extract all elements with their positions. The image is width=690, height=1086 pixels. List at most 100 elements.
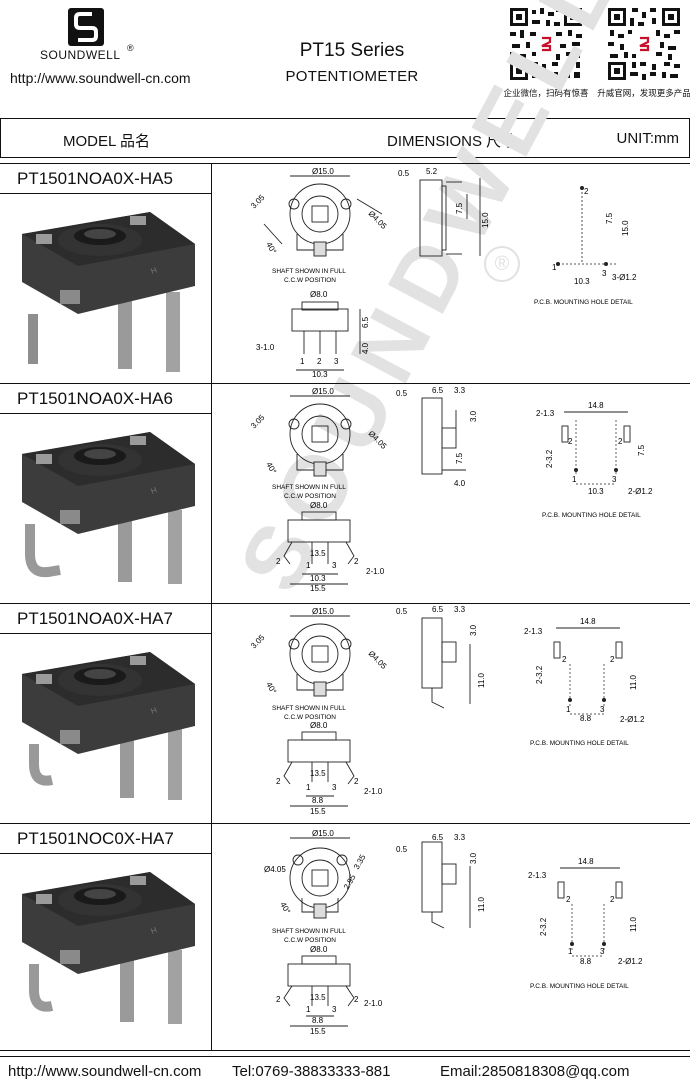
pcb-dim-213: 2-1.3 (528, 871, 547, 880)
side-dim-65: 6.5 (432, 605, 444, 614)
bottom-dim-135: 13.5 (310, 549, 326, 558)
top-dim-d405: Ø4.05 (264, 865, 286, 874)
bottom-dim-d8: Ø8.0 (310, 501, 328, 510)
svg-text:H: H (150, 485, 159, 496)
side-dim-40: 4.0 (454, 479, 466, 488)
pcb-pin-1: 1 (552, 263, 557, 272)
pcb-pin-3: 3 (612, 475, 617, 484)
pcb-pin-2-left: 2 (562, 655, 567, 664)
pcb-pin-2-right: 2 (618, 437, 623, 446)
side-view (421, 617, 471, 709)
product-photo-cell: H (0, 634, 212, 823)
product-row-ha7: PT1501NOA0X-HA7 H Ø (0, 603, 690, 823)
bottom-pin-1: 1 (306, 783, 311, 792)
product-row-ha5: PT1501NOA0X-HA5 H (0, 163, 690, 383)
bottom-dim-210: 2-1.0 (364, 999, 383, 1008)
model-name-cell: PT1501NOC0X-HA7 (0, 824, 212, 854)
pcb-dim-75: 7.5 (637, 444, 646, 456)
pcb-caption: P.C.B. MOUNTING HOLE DETAIL (534, 299, 633, 306)
header-website-link[interactable]: http://www.soundwell-cn.com (10, 70, 191, 86)
page-header: SOUNDWELL ® http://www.soundwell-cn.com … (0, 0, 690, 110)
dimension-drawing-noc0x-ha7: Ø15.0 Ø4.05 3.35 2.95 40° SHAFT SHOWN IN… (212, 824, 690, 1050)
pcb-dim-88: 8.8 (580, 714, 592, 723)
bottom-dim-103: 10.3 (312, 370, 328, 379)
bottom-dim-210: 2-1.0 (366, 567, 385, 576)
product-row-noc0x-ha7: PT1501NOC0X-HA7 H Ø (0, 823, 690, 1051)
pcb-dim-148: 14.8 (588, 401, 604, 410)
side-dim-30: 3.0 (469, 852, 478, 864)
model-name-cell: PT1501NOA0X-HA6 (0, 384, 212, 414)
bottom-pin-2-left: 2 (276, 777, 281, 786)
pcb-dim-88: 8.8 (580, 957, 592, 966)
bottom-dim-103: 10.3 (310, 574, 326, 583)
shaft-note-line1: SHAFT SHOWN IN FULL (272, 484, 346, 491)
top-dim-d15: Ø15.0 (312, 387, 334, 396)
top-dim-d405: Ø4.05 (367, 209, 389, 231)
pcb-dim-232: 2-3.2 (535, 665, 544, 684)
potentiometer-photo-icon: H (22, 212, 195, 372)
pcb-detail (558, 188, 618, 265)
dimensions-column-header: DIMENSIONS 尺寸 (387, 133, 517, 150)
potentiometer-photo-icon: H (22, 872, 195, 1024)
pcb-pin-3: 3 (600, 705, 605, 714)
side-dim-65: 6.5 (432, 386, 444, 395)
footer-email-link[interactable]: Email:2850818308@qq.com (440, 1063, 630, 1080)
dimension-drawing-ha6: Ø15.0 3.05 Ø4.05 40° SHAFT SHOWN IN FULL… (212, 384, 690, 603)
pcb-hole-size: 3-Ø1.2 (612, 273, 637, 282)
brand-name: SOUNDWELL (40, 48, 121, 62)
bottom-dim-88: 8.8 (312, 796, 324, 805)
bottom-dim-40: 4.0 (361, 342, 370, 354)
pcb-dim-150: 15.0 (621, 220, 630, 236)
bottom-pin-2-right: 2 (354, 777, 359, 786)
top-dim-305: 3.05 (249, 633, 267, 651)
side-dim-75: 7.5 (455, 202, 464, 214)
wechat-qr-code-icon[interactable] (508, 6, 584, 82)
top-view (288, 615, 352, 697)
page-footer: http://www.soundwell-cn.com Tel:0769-388… (0, 1056, 690, 1086)
side-view (421, 841, 471, 929)
shaft-note-line1: SHAFT SHOWN IN FULL (272, 268, 346, 275)
top-dim-angle: 40° (264, 681, 278, 696)
bottom-dim-d8: Ø8.0 (310, 290, 328, 299)
pcb-dim-110: 11.0 (629, 674, 638, 690)
website-qr-code-icon[interactable] (606, 6, 682, 82)
bottom-dim-310: 3-1.0 (256, 343, 275, 352)
pcb-pin-2-left: 2 (566, 895, 571, 904)
side-view (419, 178, 481, 257)
pcb-dim-103: 10.3 (574, 277, 590, 286)
bottom-pin-3: 3 (334, 357, 339, 366)
pcb-dim-213: 2-1.3 (536, 409, 555, 418)
bottom-dim-d8: Ø8.0 (310, 721, 328, 730)
product-subtitle: POTENTIOMETER (285, 68, 419, 85)
column-header-bar: MODEL 品名 DIMENSIONS 尺寸 UNIT:mm (0, 118, 690, 158)
bottom-dim-88: 8.8 (312, 1016, 324, 1025)
footer-website-link[interactable]: http://www.soundwell-cn.com (8, 1063, 202, 1080)
series-title: PT15 Series (299, 40, 405, 61)
bottom-pin-3: 3 (332, 1005, 337, 1014)
product-photo-cell: H (0, 414, 212, 603)
shaft-note-line2: C.C.W POSITION (284, 714, 336, 721)
model-name-cell: PT1501NOA0X-HA7 (0, 604, 212, 634)
bottom-dim-65: 6.5 (361, 316, 370, 328)
top-view (288, 395, 352, 477)
bottom-pin-1: 1 (306, 1005, 311, 1014)
pcb-pin-2-right: 2 (610, 895, 615, 904)
bottom-pin-3: 3 (332, 783, 337, 792)
top-dim-d405: Ø4.05 (367, 429, 389, 451)
bottom-dim-155: 15.5 (310, 1027, 326, 1036)
svg-text:H: H (150, 705, 159, 716)
side-dim-30: 3.0 (469, 410, 478, 422)
pcb-dim-148: 14.8 (580, 617, 596, 626)
pcb-pin-1: 1 (572, 475, 577, 484)
pcb-holes (556, 186, 608, 266)
pcb-dim-148: 14.8 (578, 857, 594, 866)
model-column-header: MODEL 品名 (63, 133, 150, 150)
product-photo-cell: H (0, 194, 212, 383)
bottom-pin-2-right: 2 (354, 557, 359, 566)
side-dim-33: 3.3 (454, 386, 466, 395)
bottom-pin-1: 1 (306, 561, 311, 570)
unit-label: UNIT:mm (616, 130, 680, 147)
pcb-detail (553, 627, 623, 659)
side-dim-05: 0.5 (396, 845, 408, 854)
bottom-dim-155: 15.5 (310, 584, 326, 593)
